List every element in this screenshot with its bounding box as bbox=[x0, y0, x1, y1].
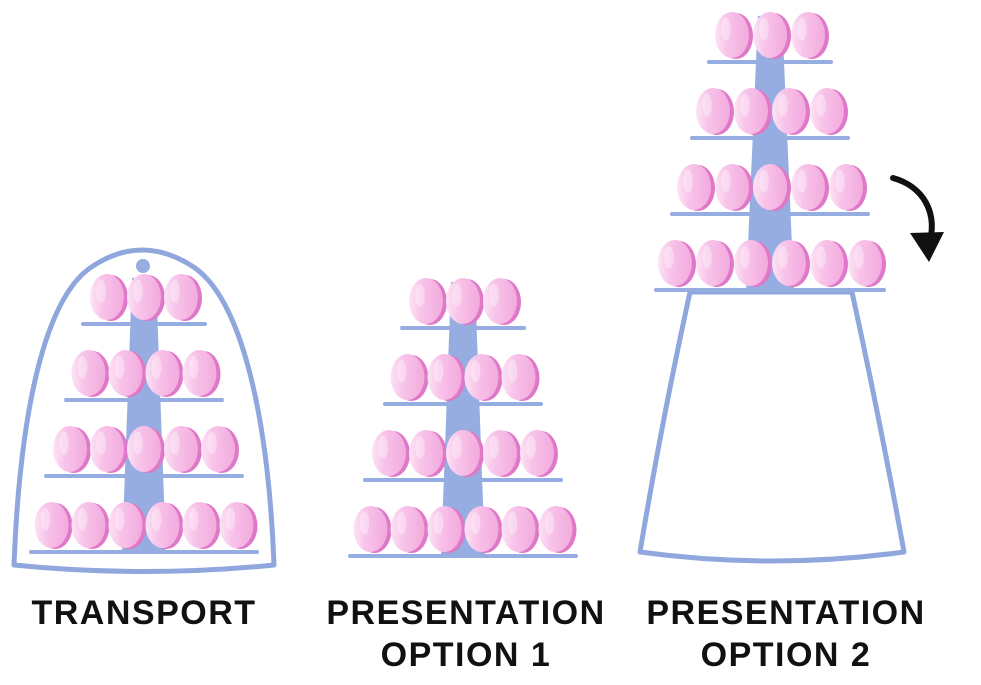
macaron bbox=[53, 426, 91, 473]
tower-shelf bbox=[363, 478, 563, 482]
macaron bbox=[734, 240, 772, 287]
tower-shelf bbox=[400, 326, 526, 330]
macaron bbox=[483, 278, 521, 325]
macaron bbox=[465, 354, 503, 401]
macaron bbox=[848, 240, 886, 287]
macaron bbox=[109, 350, 147, 397]
macaron bbox=[810, 88, 848, 135]
macaron bbox=[354, 506, 392, 553]
macaron bbox=[734, 88, 772, 135]
caption-line: OPTION 2 bbox=[638, 634, 934, 676]
macaron bbox=[446, 430, 484, 477]
macaron bbox=[391, 506, 429, 553]
macaron bbox=[483, 430, 521, 477]
macaron bbox=[715, 164, 753, 211]
option-2-tower bbox=[654, 12, 886, 292]
macaron bbox=[90, 426, 128, 473]
tower-shelf bbox=[707, 60, 833, 64]
tower-shelf bbox=[654, 288, 886, 292]
macaron bbox=[220, 502, 258, 549]
macaron bbox=[696, 88, 734, 135]
macaron bbox=[791, 12, 829, 59]
macaron bbox=[715, 12, 753, 59]
caption-line: PRESENTATION bbox=[638, 592, 934, 634]
tower-shelf bbox=[44, 474, 244, 478]
tower-shelf bbox=[348, 554, 578, 558]
macaron bbox=[90, 274, 128, 321]
macaron bbox=[201, 426, 239, 473]
macaron bbox=[810, 240, 848, 287]
caption-line: OPTION 1 bbox=[318, 634, 614, 676]
macaron bbox=[409, 430, 447, 477]
transport-caption: TRANSPORT bbox=[14, 592, 274, 634]
macaron bbox=[183, 502, 221, 549]
macaron bbox=[372, 430, 410, 477]
option-1-tower bbox=[348, 278, 578, 558]
tower-shelf bbox=[690, 136, 850, 140]
transport-panel bbox=[14, 250, 274, 572]
macaron bbox=[465, 506, 503, 553]
transport-tower bbox=[29, 274, 259, 554]
macaron bbox=[677, 164, 715, 211]
macaron bbox=[658, 240, 696, 287]
inverted-cover-base bbox=[640, 292, 904, 561]
presentation-option-2-panel bbox=[640, 12, 944, 561]
macaron bbox=[183, 350, 221, 397]
macaron bbox=[127, 426, 165, 473]
macaron bbox=[72, 502, 110, 549]
macaron bbox=[753, 164, 791, 211]
macaron bbox=[164, 274, 202, 321]
presentation-option-1-panel bbox=[348, 278, 578, 558]
macaron bbox=[428, 506, 466, 553]
macaron bbox=[164, 426, 202, 473]
tower-shelf bbox=[383, 402, 543, 406]
macaron bbox=[35, 502, 73, 549]
macaron bbox=[109, 502, 147, 549]
macaron bbox=[539, 506, 577, 553]
tower-shelf bbox=[64, 398, 224, 402]
macaron bbox=[446, 278, 484, 325]
curved-arrow-down-icon bbox=[893, 178, 944, 262]
cover-handle-hole bbox=[136, 259, 150, 273]
macaron bbox=[127, 274, 165, 321]
macaron bbox=[696, 240, 734, 287]
macaron bbox=[72, 350, 110, 397]
macaron bbox=[772, 88, 810, 135]
macaron bbox=[428, 354, 466, 401]
macaron bbox=[409, 278, 447, 325]
tower-shelf bbox=[81, 322, 207, 326]
macaron bbox=[391, 354, 429, 401]
macaron bbox=[772, 240, 810, 287]
macaron bbox=[146, 350, 184, 397]
caption-line: TRANSPORT bbox=[14, 592, 274, 634]
presentation-option-1-caption: PRESENTATION OPTION 1 bbox=[318, 592, 614, 676]
macaron bbox=[829, 164, 867, 211]
presentation-option-2-caption: PRESENTATION OPTION 2 bbox=[638, 592, 934, 676]
tower-shelf bbox=[670, 212, 870, 216]
tower-shelf bbox=[29, 550, 259, 554]
caption-line: PRESENTATION bbox=[318, 592, 614, 634]
macaron bbox=[753, 12, 791, 59]
macaron bbox=[520, 430, 558, 477]
macaron bbox=[791, 164, 829, 211]
macaron bbox=[146, 502, 184, 549]
macaron bbox=[502, 506, 540, 553]
macaron bbox=[502, 354, 540, 401]
